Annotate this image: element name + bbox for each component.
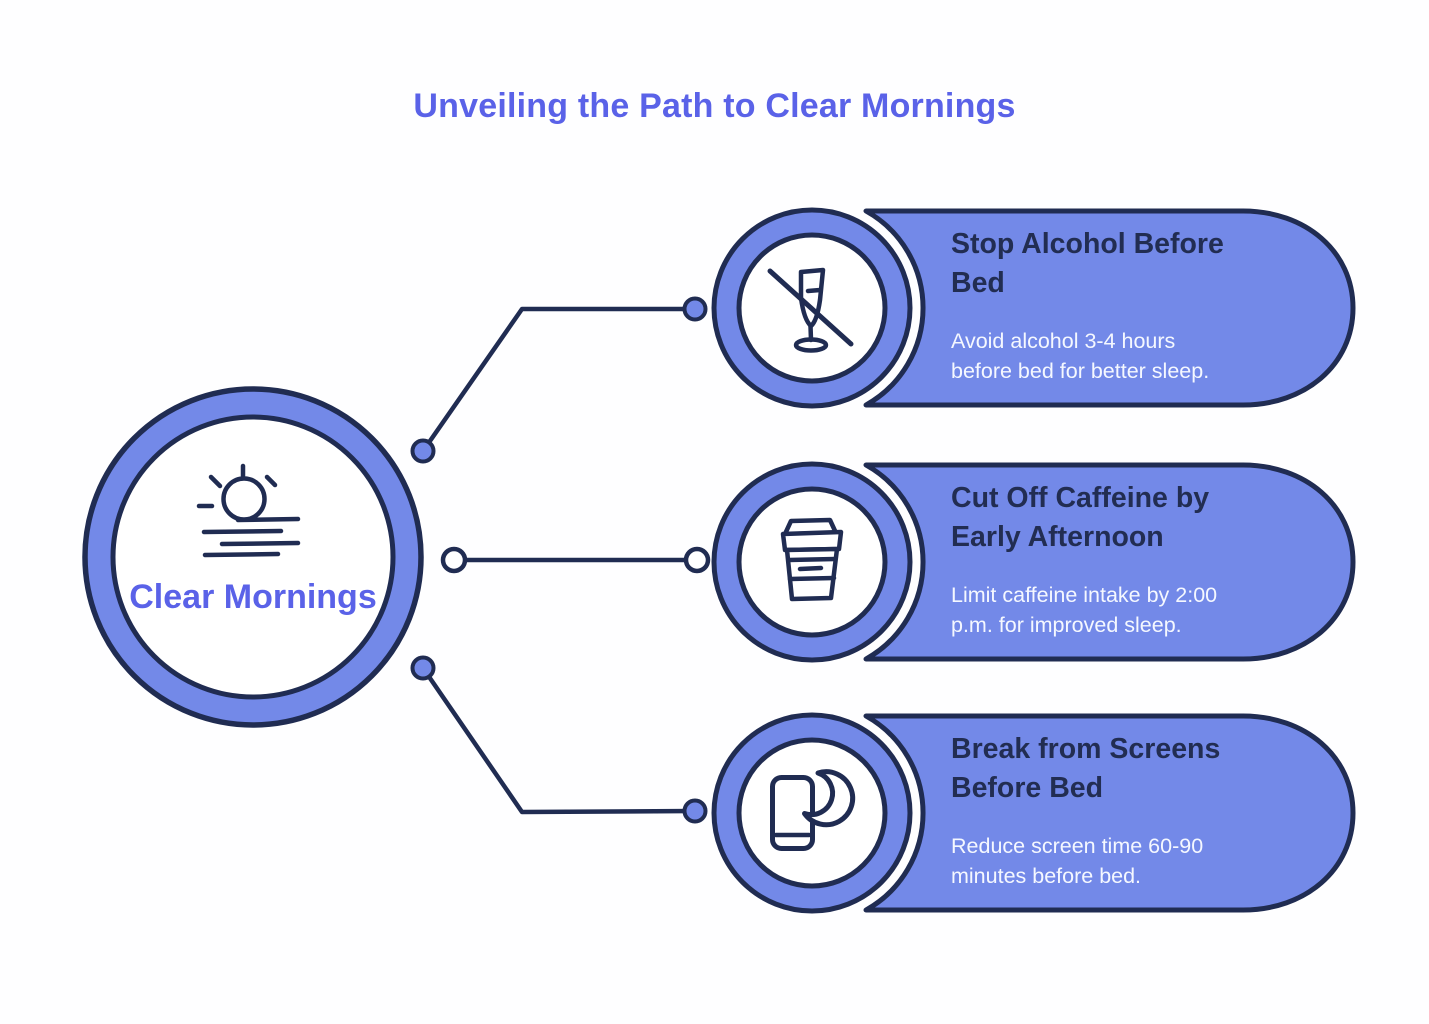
connector-bottom	[410, 655, 708, 824]
connector-dot-filled	[682, 296, 708, 322]
connector-top	[410, 296, 708, 464]
connector-dot-filled	[682, 798, 708, 824]
card-body: Limit caffeine intake by 2:00 p.m. for i…	[951, 583, 1218, 637]
card-body: Avoid alcohol 3-4 hours before bed for b…	[951, 329, 1210, 383]
no-alcohol-icon	[767, 267, 854, 353]
connector-dot-filled	[410, 438, 436, 464]
connector-dot-open	[440, 546, 468, 574]
center-inner-circle	[110, 414, 396, 700]
card-pill-shape	[863, 462, 1356, 662]
page-title: Unveiling the Path to Clear Mornings	[413, 87, 1016, 125]
card-stop-alcohol	[711, 207, 1356, 409]
card-text-cut-caffeine: Cut Off Caffeine by Early Afternoon Limi…	[951, 479, 1286, 640]
card-pill-shape	[863, 713, 1356, 913]
card-title: Break from Screens Before Bed	[951, 733, 1221, 804]
card-text-break-screens: Break from Screens Before Bed Reduce scr…	[951, 730, 1286, 891]
card-cut-caffeine	[711, 461, 1356, 663]
card-text-stop-alcohol: Stop Alcohol Before Bed Avoid alcohol 3-…	[951, 225, 1286, 386]
card-pill-shape	[863, 208, 1356, 408]
connector-middle	[440, 546, 711, 574]
connector-dot-filled	[410, 655, 436, 681]
card-title: Stop Alcohol Before Bed	[951, 228, 1224, 299]
card-title: Cut Off Caffeine by Early Afternoon	[951, 482, 1210, 553]
card-body: Reduce screen time 60-90 minutes before …	[951, 834, 1204, 888]
card-break-screens	[711, 712, 1356, 914]
phone-moon-icon	[770, 769, 856, 851]
center-node-label: Clear Mornings	[129, 578, 377, 616]
connector-dot-open	[683, 546, 711, 574]
sunrise-horizon-icon	[196, 463, 301, 558]
coffee-cup-icon	[780, 517, 844, 602]
center-node	[82, 386, 424, 728]
